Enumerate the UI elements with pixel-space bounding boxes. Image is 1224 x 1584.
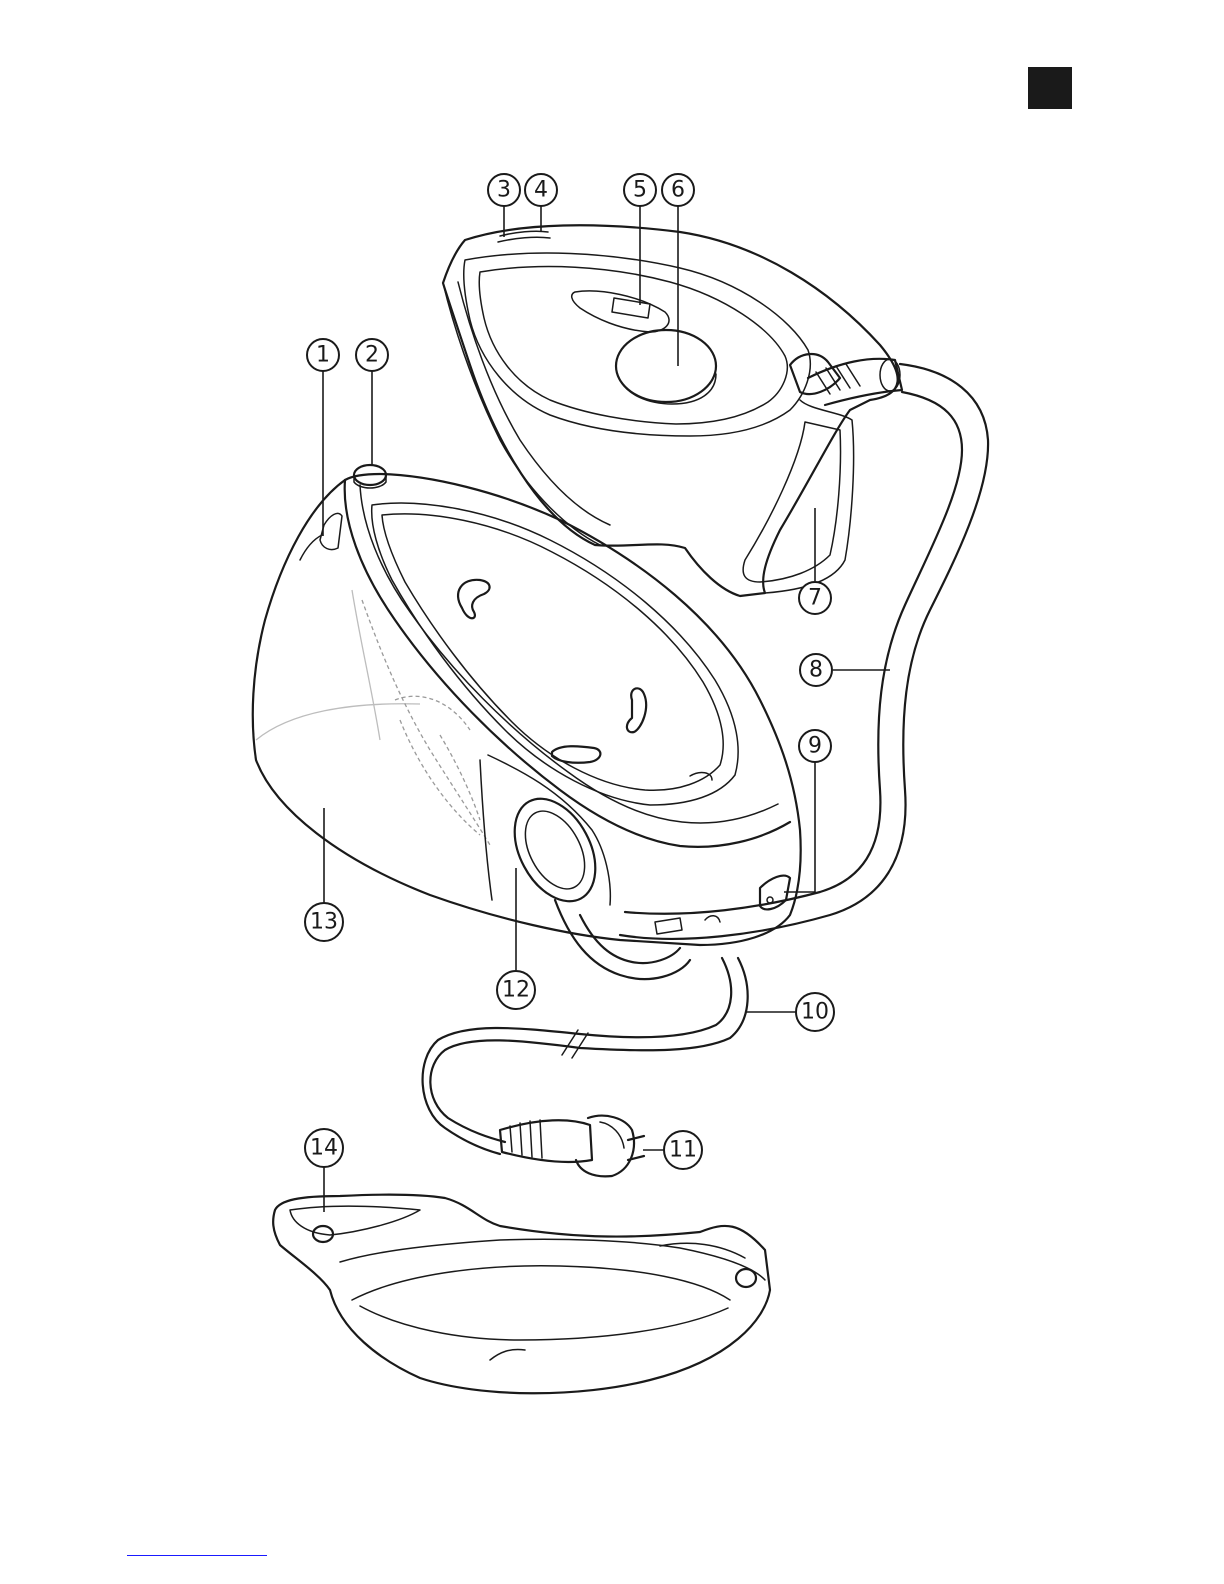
callout-1: 1	[307, 339, 339, 371]
callout-9-label: 9	[808, 734, 822, 759]
callout-6-label: 6	[671, 178, 685, 203]
supply-hose	[620, 364, 988, 939]
callout-3: 3	[488, 174, 520, 206]
callout-3-label: 3	[497, 178, 511, 203]
callout-6: 6	[662, 174, 694, 206]
callout-9: 9	[799, 730, 831, 762]
callout-8: 8	[800, 654, 832, 686]
callout-2: 2	[356, 339, 388, 371]
callout-11-label: 11	[669, 1138, 697, 1163]
callout-12: 12	[497, 971, 535, 1009]
callout-2-label: 2	[365, 343, 379, 368]
detachable-tray	[273, 1195, 770, 1394]
callout-5-label: 5	[633, 178, 647, 203]
footer-rule	[127, 1555, 267, 1556]
callout-13: 13	[305, 903, 343, 941]
callout-4: 4	[525, 174, 557, 206]
callout-8-label: 8	[809, 658, 823, 683]
callout-7-label: 7	[808, 586, 822, 611]
callout-13-label: 13	[310, 910, 338, 935]
mains-plug	[500, 1116, 644, 1177]
leader-lines	[323, 206, 890, 1212]
callout-11: 11	[664, 1131, 702, 1169]
callout-7: 7	[799, 582, 831, 614]
callout-12-label: 12	[502, 978, 530, 1003]
callout-14-label: 14	[310, 1136, 338, 1161]
callout-5: 5	[624, 174, 656, 206]
callout-1-label: 1	[316, 343, 330, 368]
callout-10-label: 10	[801, 1000, 829, 1025]
iron	[443, 225, 902, 596]
callout-10: 10	[796, 993, 834, 1031]
callout-4-label: 4	[534, 178, 548, 203]
callout-14: 14	[305, 1129, 343, 1167]
base-station	[253, 465, 801, 979]
